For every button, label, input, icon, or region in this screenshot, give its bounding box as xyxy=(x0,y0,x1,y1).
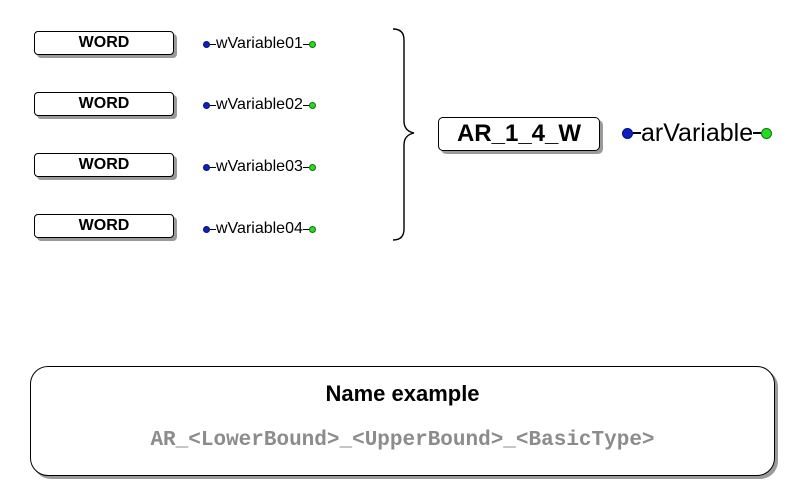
array-variable-label: arVariable xyxy=(641,118,754,147)
curly-brace-icon xyxy=(392,28,415,241)
name-example-title: Name example xyxy=(325,381,480,406)
type-box-word-4: WORD xyxy=(34,214,174,238)
input-pin-icon xyxy=(203,225,210,233)
type-box-word-1: WORD xyxy=(34,31,174,55)
variable-label: wVariable02 xyxy=(216,96,303,113)
variable-label: wVariable03 xyxy=(216,158,303,175)
name-example-box: Name example AR_<LowerBound>_<UpperBound… xyxy=(30,366,775,476)
input-pin-icon xyxy=(203,163,210,171)
input-pin-icon xyxy=(203,101,210,109)
type-box-word-2: WORD xyxy=(34,92,174,116)
variable-3: wVariable03 xyxy=(203,158,316,176)
variable-1: wVariable01 xyxy=(203,35,316,53)
input-pin-icon xyxy=(622,127,633,139)
variable-label: wVariable04 xyxy=(216,220,303,237)
output-pin-icon xyxy=(761,127,773,139)
input-pin-icon xyxy=(203,40,210,48)
array-type-box: AR_1_4_W xyxy=(438,117,600,151)
output-pin-icon xyxy=(308,225,316,233)
output-pin-icon xyxy=(308,163,316,171)
array-variable: arVariable xyxy=(622,117,773,149)
output-pin-icon xyxy=(308,40,316,48)
variable-2: wVariable02 xyxy=(203,96,316,114)
variable-4: wVariable04 xyxy=(203,220,316,238)
output-pin-icon xyxy=(308,101,316,109)
variable-label: wVariable01 xyxy=(216,35,303,52)
name-example-pattern: AR_<LowerBound>_<UpperBound>_<BasicType> xyxy=(150,429,655,452)
type-box-word-3: WORD xyxy=(34,153,174,177)
